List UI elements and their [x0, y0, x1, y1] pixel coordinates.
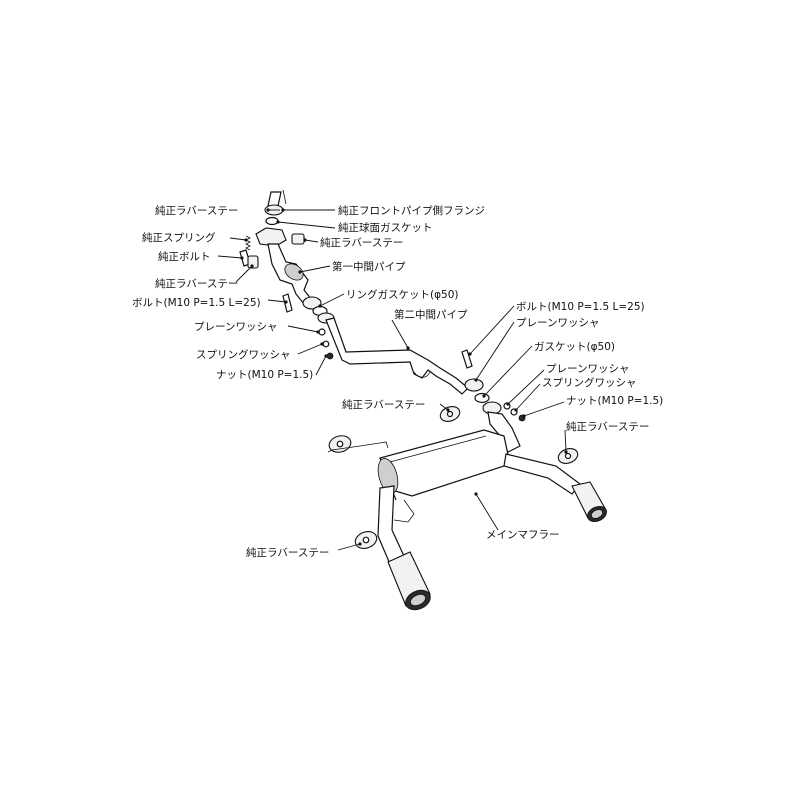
rubber-stay-left-far-hole [336, 440, 344, 448]
muffler-seam [389, 435, 487, 463]
first-pipe-resonator [284, 263, 304, 281]
label-sphere-gasket: 純正球面ガスケット [338, 221, 433, 234]
label-front-flange: 純正フロントパイプ側フランジ [338, 204, 485, 217]
nut-left [326, 352, 334, 360]
label-spring-washer-right: スプリングワッシャ [542, 376, 637, 389]
rubber-stay-mid-hole [446, 410, 454, 418]
first-pipe-flange [255, 227, 287, 247]
ring-gasket-flange-a [302, 296, 322, 310]
bolt-right [461, 349, 473, 369]
label-rubber-stay-mid: 純正ラバーステー [342, 398, 425, 411]
front-pipe-stub [267, 191, 282, 207]
main-muffler-body [379, 429, 511, 497]
label-plain-washer-right2: プレーンワッシャ [546, 363, 629, 375]
spring-washer-left [322, 340, 330, 348]
label-plain-washer-left: プレーンワッシャ [194, 321, 277, 333]
rubber-stay-small-left [247, 255, 259, 269]
second-pipe-bend [413, 371, 431, 378]
label-rubber-stay-right1: 純正ラバーステー [320, 236, 403, 249]
y-pipe [487, 411, 521, 453]
label-bolt-oem: 純正ボルト [158, 250, 211, 263]
label-plain-washer-right1: プレーンワッシャ [516, 317, 599, 329]
label-second-mid-pipe: 第二中間パイプ [394, 308, 468, 321]
label-first-mid-pipe: 第一中間パイプ [332, 260, 406, 273]
rubber-stay-far-right-hole [564, 452, 572, 460]
label-ring-gasket: リングガスケット(φ50) [346, 288, 458, 301]
second-mid-pipe-body [325, 317, 469, 395]
hanger-left [327, 441, 389, 453]
label-rubber-stay-bottom: 純正ラバーステー [246, 546, 329, 559]
left-tail-pipe [377, 485, 405, 565]
label-main-muffler: メインマフラー [486, 529, 560, 541]
label-nut-left: ナット(M10 P=1.5) [216, 369, 313, 381]
label-gasket-right: ガスケット(φ50) [534, 341, 615, 353]
gasket-right [474, 392, 490, 404]
label-rubber-stay-left2: 純正ラバーステー [155, 277, 238, 290]
part-labels: 純正ラバーステー 純正フロントパイプ側フランジ 純正球面ガスケット 純正スプリン… [132, 204, 663, 559]
label-rubber-stay-far-right: 純正ラバーステー [566, 420, 649, 433]
sphere-gasket [265, 216, 279, 226]
label-nut-right: ナット(M10 P=1.5) [566, 395, 663, 407]
flange-right-a [464, 378, 484, 392]
label-spring: 純正スプリング [142, 231, 216, 244]
right-tail-pipe [503, 453, 581, 495]
label-rubber-stay-top: 純正ラバーステー [155, 204, 238, 217]
rubber-stay-small-right [291, 233, 305, 245]
label-bolt-m10-right: ボルト(M10 P=1.5 L=25) [516, 301, 645, 313]
right-tail-tip-inner [590, 509, 604, 519]
washer-left [318, 328, 326, 336]
label-bolt-m10-left: ボルト(M10 P=1.5 L=25) [132, 297, 261, 309]
front-pipe-stub-2 [282, 189, 287, 205]
left-hanger-bracket [393, 499, 415, 523]
label-spring-washer-left: スプリングワッシャ [196, 348, 291, 361]
leader-lines [217, 208, 568, 551]
rubber-stay-bottom-hole [362, 536, 370, 544]
oem-spring [245, 235, 251, 251]
bolt-left [282, 293, 293, 313]
left-tail-tip-inner [410, 593, 426, 607]
